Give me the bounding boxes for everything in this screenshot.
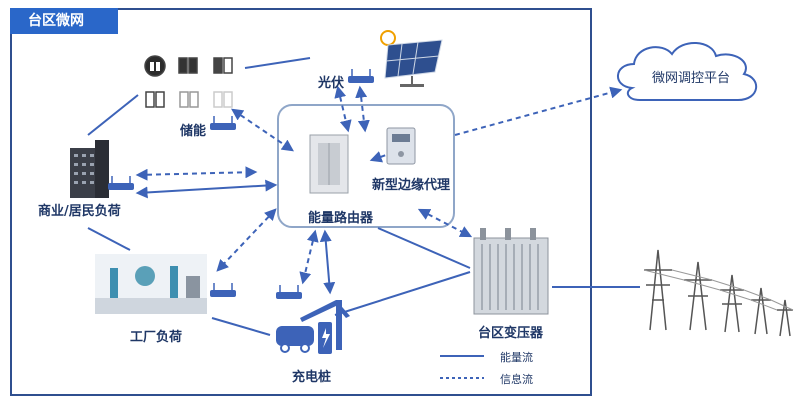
edge-agent-label: 新型边缘代理 bbox=[372, 178, 451, 193]
charging-station-icon bbox=[276, 300, 350, 354]
pv-label: 光伏 bbox=[318, 76, 345, 91]
storage-label: 储能 bbox=[180, 124, 207, 139]
factory-icon bbox=[95, 254, 207, 314]
charging-pile-label: 充电桩 bbox=[292, 370, 332, 385]
transformer-icon bbox=[473, 228, 549, 315]
cloud-icon bbox=[617, 41, 757, 101]
commercial-residential-load-label: 商业/居民负荷 bbox=[38, 204, 121, 219]
microgrid-region-frame bbox=[10, 8, 592, 396]
pv-router-icon bbox=[348, 69, 374, 83]
legend-energy-label: 能量流 bbox=[500, 351, 533, 364]
factory-router-icon bbox=[210, 283, 236, 297]
edge-agent-meter-icon bbox=[386, 127, 416, 165]
battery-storage-icon bbox=[144, 55, 233, 108]
transformer-label: 台区变压器 bbox=[478, 326, 544, 341]
building-router-icon bbox=[108, 176, 134, 190]
platform-label: 微网调控平台 bbox=[652, 71, 731, 86]
storage-router-icon bbox=[210, 116, 236, 130]
region-title: 台区微网 bbox=[10, 8, 118, 34]
factory-load-label: 工厂负荷 bbox=[130, 330, 183, 345]
energy-flow-lines bbox=[87, 57, 640, 336]
legend-info-label: 信息流 bbox=[500, 373, 533, 386]
building-icon bbox=[70, 140, 109, 198]
energy-router-label: 能量路由器 bbox=[308, 211, 374, 226]
charging-router-icon bbox=[276, 285, 302, 299]
solar-panel-icon bbox=[380, 30, 443, 87]
energy-router-cabinet-icon bbox=[309, 134, 349, 194]
info-flow-lines bbox=[135, 85, 623, 285]
power-tower-icon bbox=[643, 249, 794, 337]
